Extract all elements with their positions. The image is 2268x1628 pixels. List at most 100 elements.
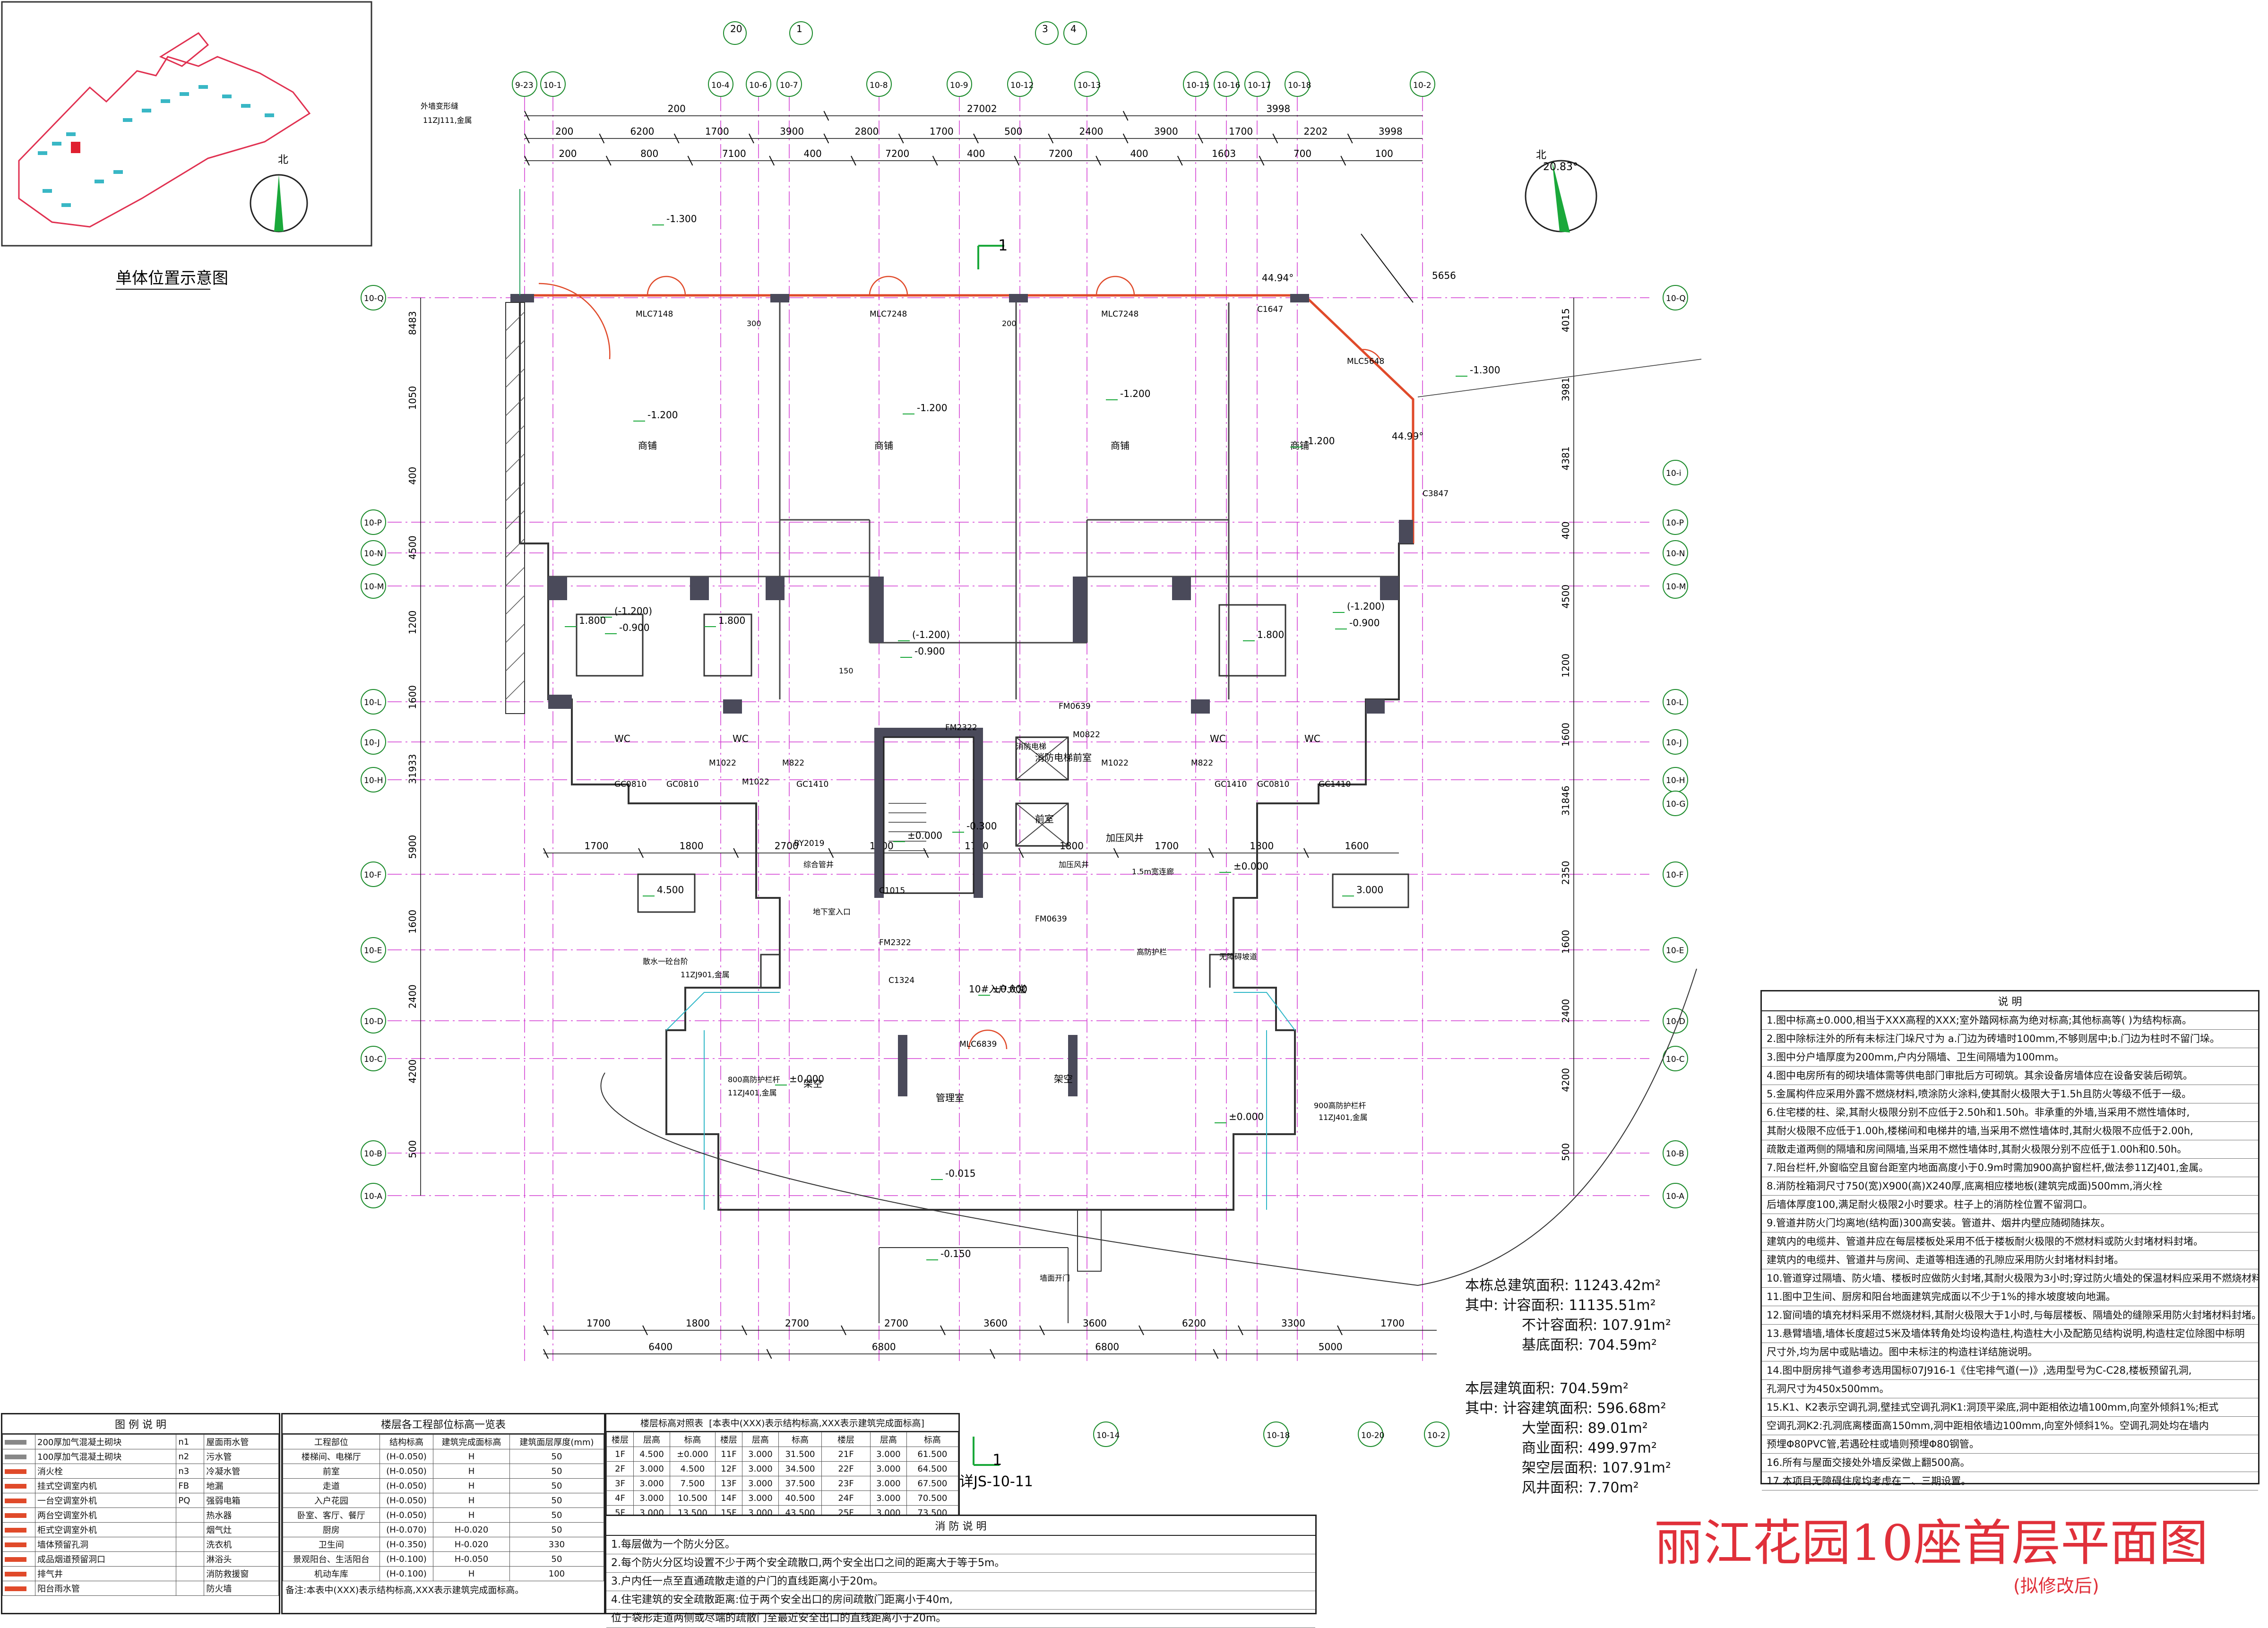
axis-bubble-right <box>1663 460 1688 485</box>
part-level-title: 楼层各工程部位标高一览表 <box>283 1414 604 1434</box>
axis-bubble-right <box>1663 1008 1688 1034</box>
dim-bottom: 3600 <box>1083 1318 1107 1329</box>
legend-label: 防火墙 <box>204 1581 279 1596</box>
table-cell: H-0.020 <box>433 1537 510 1552</box>
note-item: 12.窗间墙的填充材料采用不燃烧材料,其耐火极限大于1小时,与每层楼板、隔墙处的… <box>1762 1306 2258 1325</box>
table-cell: (H-0.050) <box>379 1449 434 1464</box>
annotation-label: 150 <box>839 666 854 675</box>
table-cell: 景观阳台、生活阳台 <box>283 1551 380 1567</box>
opening-label: M0822 <box>1073 730 1100 740</box>
opening-label: MLC6839 <box>959 1040 997 1049</box>
table-cell: 23F <box>821 1476 871 1491</box>
level-label: -0.900 <box>914 646 945 657</box>
axis-label-left: 10-Q <box>364 294 384 303</box>
dim-left: 8483 <box>407 311 418 335</box>
axis-label-top: 10-6 <box>749 81 767 90</box>
dim-top-mid: 200 <box>555 126 573 137</box>
note-item: 17.本项目无障碍住房均考虑在二、三期设置。 <box>1762 1472 2258 1490</box>
dim-top-detail: 7200 <box>1049 148 1073 159</box>
legend-label: 阳台雨水管 <box>34 1581 177 1596</box>
axis-label-bottom: 10-2 <box>1427 1431 1446 1440</box>
axis-label-right: 10-J <box>1666 738 1682 748</box>
dim-mid: 1700 <box>1155 840 1179 852</box>
table-cell: 4F <box>606 1490 634 1506</box>
table-cell: 67.500 <box>906 1476 959 1491</box>
axis-label-right: 10-M <box>1666 582 1686 592</box>
axis-bubble-top <box>512 71 537 97</box>
table-cell: H <box>433 1493 510 1508</box>
axis-label-right: 10-G <box>1666 800 1686 809</box>
dim-top-mid: 6200 <box>630 126 655 137</box>
dim-top-total: 200 <box>668 103 686 114</box>
room-label: 前室 <box>1035 813 1054 825</box>
legend-label: 污水管 <box>204 1449 279 1464</box>
annotation-label: 综合管井 <box>803 860 834 869</box>
level-label: 1.800 <box>579 615 606 626</box>
opening-label: M1022 <box>742 777 769 787</box>
room-label: WC <box>733 733 749 744</box>
level-label: -1.200 <box>1304 435 1335 447</box>
axis-label-right: 10-A <box>1666 1192 1684 1201</box>
dim-top-detail: 700 <box>1294 148 1311 159</box>
level-label: (-1.200) <box>1347 601 1385 612</box>
axis-bubble-top <box>540 71 566 97</box>
dim-right: 4015 <box>1560 308 1571 332</box>
dim-right: 3981 <box>1560 377 1571 401</box>
table-cell: 21F <box>821 1447 871 1462</box>
annotation-label: 11ZJ901,金属 <box>681 970 730 979</box>
table-cell: 4.500 <box>669 1461 716 1476</box>
table-cell: 3.000 <box>742 1490 779 1506</box>
table-cell: (H-0.070) <box>379 1522 434 1537</box>
table-cell: 40.500 <box>778 1490 822 1506</box>
opening-label: C3847 <box>1423 489 1449 499</box>
axis-label-left: 10-A <box>364 1192 382 1201</box>
table-cell: 3.000 <box>742 1476 779 1491</box>
dim-top-total: 3998 <box>1266 103 1290 114</box>
table-cell: 330 <box>509 1537 604 1552</box>
dim-top-mid: 2800 <box>855 126 879 137</box>
table-cell: (H-0.100) <box>379 1566 434 1581</box>
axis-bubble-top <box>1410 71 1435 97</box>
dim-bottom: 1800 <box>686 1318 710 1329</box>
area-line: 其中: 计容面积: 11135.51m² <box>1465 1297 1656 1314</box>
note-item: 11.图中卫生间、厨房和阳台地面建筑完成面以不少于1%的排水坡度坡向地漏。 <box>1762 1288 2258 1306</box>
legend-code: n1 <box>176 1434 205 1449</box>
legend-code: n3 <box>176 1464 205 1479</box>
legend-label: 地漏 <box>204 1478 279 1493</box>
table-cell: 楼梯间、电梯厅 <box>283 1449 380 1464</box>
dim-left: 1050 <box>407 386 418 410</box>
table-cell: H-0.020 <box>433 1522 510 1537</box>
legend-row: 阳台雨水管 防火墙 <box>2 1581 279 1596</box>
legend-label: 消火栓 <box>34 1464 177 1479</box>
dim-left: 31933 <box>407 754 418 784</box>
table-cell: 34.500 <box>778 1461 822 1476</box>
legend-label: 成品烟道预留洞口 <box>34 1551 177 1567</box>
table-cell: 3.000 <box>870 1447 907 1462</box>
level-label: ±0.000 <box>907 830 942 841</box>
dim-top-mid: 3900 <box>780 126 804 137</box>
axis-label-right: 10-L <box>1666 698 1684 707</box>
legend-label: 热水器 <box>204 1507 279 1523</box>
dim-top-mid: 500 <box>1004 126 1022 137</box>
legend-row: 两台空调室外机热水器 <box>2 1507 279 1523</box>
area-line: 大堂面积: 89.01m² <box>1522 1420 1648 1437</box>
note-item: 14.图中厨房排气道参考选用国标07J916-1《住宅排气道(一)》,选用型号为… <box>1762 1361 2258 1380</box>
level-label: (-1.200) <box>912 629 950 640</box>
room-label: 加压风井 <box>1106 832 1144 844</box>
table-cell: 10.500 <box>669 1490 716 1506</box>
area-line: 不计容面积: 107.91m² <box>1522 1317 1671 1334</box>
legend-row: 成品烟道预留洞口淋浴头 <box>2 1551 279 1567</box>
opening-label: M822 <box>1191 758 1213 768</box>
part-level-note: 备注:本表中(XXX)表示结构标高,XXX表示建筑完成面标高。 <box>285 1585 524 1595</box>
axis-bubble-top <box>708 71 733 97</box>
level-label: 3.000 <box>1356 884 1383 896</box>
legend-row: 柜式空调室外机烟气灶 <box>2 1522 279 1537</box>
dim-diagonal: 5656 <box>1432 270 1456 281</box>
